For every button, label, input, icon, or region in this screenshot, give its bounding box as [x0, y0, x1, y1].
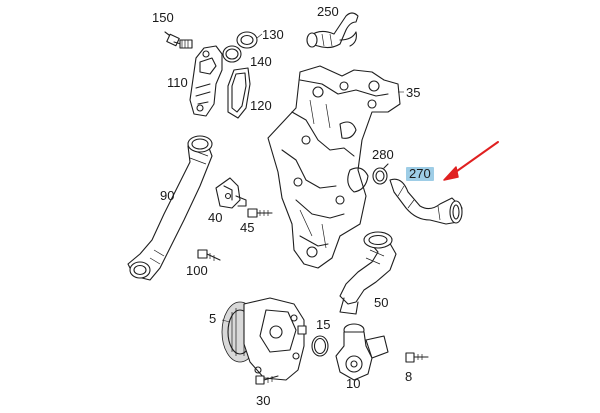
- label-part-130[interactable]: 130: [262, 27, 284, 42]
- part-90-hose[interactable]: [127, 135, 213, 281]
- part-8-bolt[interactable]: [405, 352, 429, 363]
- part-130-seal[interactable]: [236, 31, 263, 49]
- part-10-thermostat[interactable]: [335, 323, 389, 381]
- part-35-casting[interactable]: [267, 65, 404, 269]
- part-120-gasket[interactable]: [227, 67, 251, 119]
- red-pointer-arrow-icon: [443, 141, 499, 181]
- label-part-280[interactable]: 280: [372, 147, 394, 162]
- label-part-15[interactable]: 15: [316, 317, 331, 332]
- part-150-bolt[interactable]: [164, 31, 193, 49]
- label-part-140[interactable]: 140: [250, 54, 272, 69]
- label-part-90[interactable]: 90: [160, 188, 175, 203]
- part-270-hose[interactable]: [389, 178, 463, 225]
- part-280-clamp[interactable]: [372, 163, 389, 185]
- label-part-250[interactable]: 250: [317, 4, 339, 19]
- label-part-5[interactable]: 5: [209, 311, 217, 326]
- label-part-110[interactable]: 110: [167, 75, 188, 90]
- part-50-hose[interactable]: [339, 231, 397, 315]
- label-part-10[interactable]: 10: [346, 376, 361, 391]
- label-part-40[interactable]: 40: [208, 210, 223, 225]
- label-part-30[interactable]: 30: [256, 393, 271, 408]
- label-part-150[interactable]: 150: [152, 10, 174, 25]
- part-110-housing[interactable]: [189, 45, 223, 117]
- label-part-50[interactable]: 50: [374, 295, 389, 310]
- part-140-gasket[interactable]: [222, 45, 242, 63]
- part-5-water-pump[interactable]: [221, 297, 307, 381]
- part-100-bolt[interactable]: [197, 249, 221, 261]
- label-part-8[interactable]: 8: [405, 369, 413, 384]
- part-30-bolt[interactable]: [255, 375, 279, 385]
- label-part-35[interactable]: 35: [406, 85, 421, 100]
- part-250-hose[interactable]: [306, 12, 359, 49]
- part-45-bolt[interactable]: [247, 208, 273, 218]
- label-part-100[interactable]: 100: [186, 263, 208, 278]
- label-part-270-highlighted[interactable]: 270: [406, 167, 434, 181]
- part-15-o-ring[interactable]: [311, 335, 329, 357]
- label-part-45[interactable]: 45: [240, 220, 255, 235]
- label-part-120[interactable]: 120: [250, 98, 272, 113]
- part-40-bracket[interactable]: [215, 177, 247, 209]
